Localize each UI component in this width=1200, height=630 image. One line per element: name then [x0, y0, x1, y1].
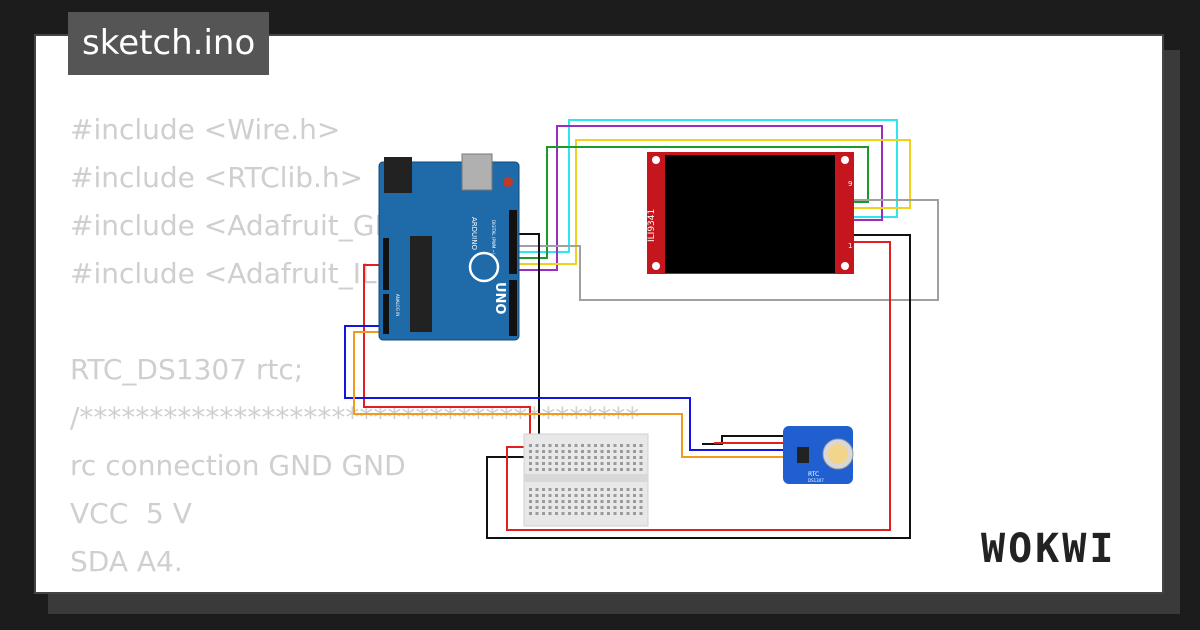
wire-black-gnd [514, 233, 540, 447]
rtc-ds1307[interactable]: RTC DS1307 [783, 426, 854, 484]
tab-title: sketch.ino [68, 12, 270, 75]
breadboard[interactable] [523, 433, 649, 527]
code-line: RTC_DS1307 rtc; [70, 353, 304, 386]
power-jack [384, 157, 412, 193]
code-preview: #include <Wire.h>#include <RTClib.h>#inc… [70, 106, 639, 592]
rtc-chip-label: DS1307 [808, 478, 824, 483]
rtc-chip [797, 447, 809, 463]
display-label: ILI9341 [647, 209, 657, 242]
wire-purple [514, 125, 883, 271]
wire-orange-scl [353, 331, 784, 458]
preview-card: #include <Wire.h>#include <RTClib.h>#inc… [34, 34, 1164, 594]
arduino-uno[interactable]: ARDUINO UNO DIGITAL (PWM ~) ANALOG IN [378, 153, 520, 341]
rtc-label: RTC [808, 471, 819, 478]
ili9341-display[interactable]: ILI9341 9 1 [647, 152, 854, 274]
code-line: #include <RTClib.h> [70, 161, 364, 194]
usb-connector [461, 153, 493, 191]
wire-blue-sda [344, 325, 784, 451]
atmega-chip [410, 236, 432, 332]
wire-green [514, 146, 869, 259]
arduino-digital-label: DIGITAL (PWM ~) [491, 220, 496, 255]
wire-cyan [514, 119, 898, 253]
wire-red-display [506, 241, 891, 531]
display-pin-last: 9 [848, 180, 852, 188]
wire-black-rtc [702, 435, 784, 445]
reset-button[interactable] [503, 177, 513, 187]
arduino-board-name: UNO [492, 282, 507, 315]
wire-gray [514, 199, 939, 301]
wokwi-logo: WOKWI [981, 526, 1117, 572]
circuit-diagram: ARDUINO UNO DIGITAL (PWM ~) ANALOG IN IL… [344, 119, 939, 539]
display-screen [665, 155, 835, 273]
wires [344, 119, 939, 539]
arduino-brand: ARDUINO [470, 217, 478, 250]
code-line: #include <Wire.h> [70, 113, 341, 146]
arduino-analog-label: ANALOG IN [395, 294, 400, 316]
code-line: SDA A4. [70, 545, 183, 578]
wire-black-display [486, 234, 911, 539]
wire-red-5v [363, 264, 531, 442]
code-line: rc connection GND GND [70, 449, 406, 482]
wire-yellow [514, 139, 911, 265]
display-pin-first: 1 [848, 242, 852, 250]
code-line: VCC 5 V [70, 497, 192, 530]
